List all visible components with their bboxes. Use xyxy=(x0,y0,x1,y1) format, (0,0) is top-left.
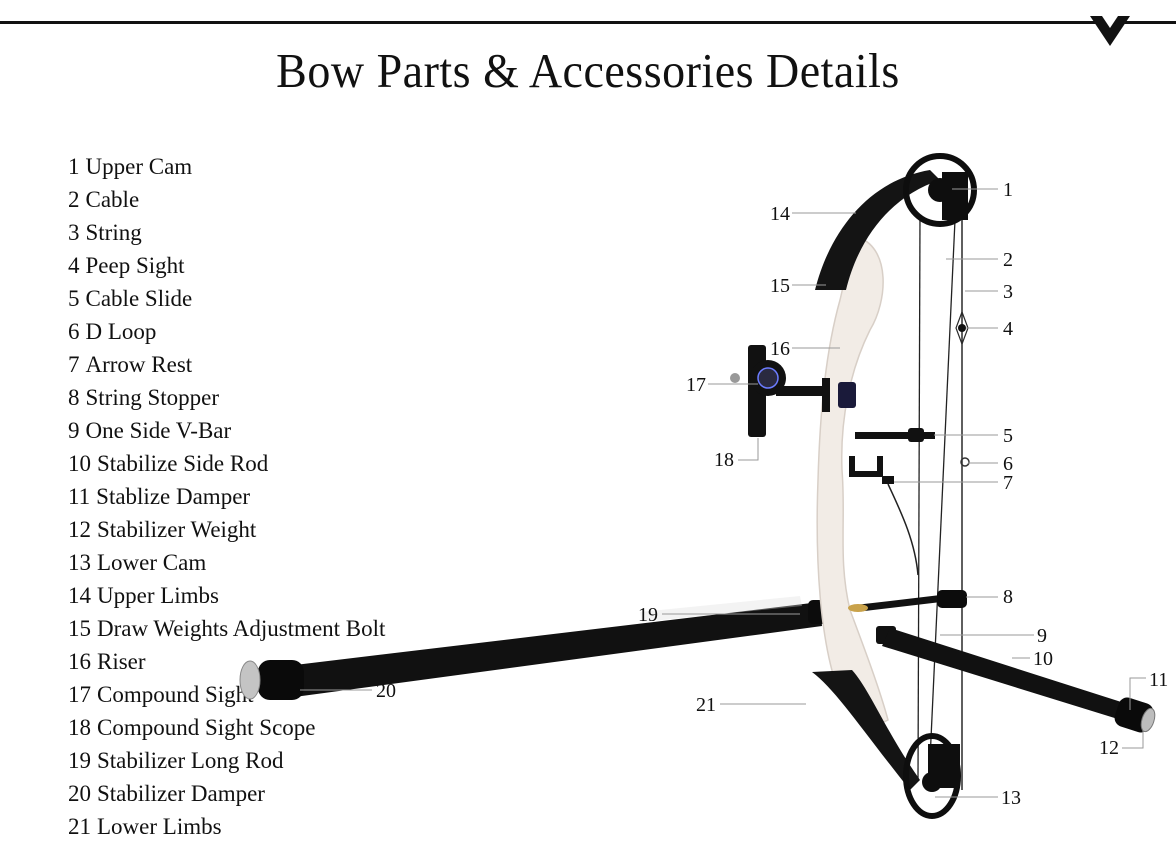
callout-12: 12 xyxy=(1099,737,1119,759)
riser-window xyxy=(838,382,856,408)
callout-5: 5 xyxy=(1003,425,1013,447)
callout-10: 10 xyxy=(1033,648,1053,670)
callout-6: 6 xyxy=(1003,453,1013,475)
compound-sight xyxy=(730,345,830,437)
arrow-rest xyxy=(849,456,919,576)
callout-4: 4 xyxy=(1003,318,1013,340)
stabilize-side-rod xyxy=(876,626,1156,733)
callout-3: 3 xyxy=(1003,281,1013,303)
page-title: Bow Parts & Accessories Details xyxy=(276,43,900,98)
callout-11: 11 xyxy=(1149,669,1168,691)
callout-16: 16 xyxy=(770,338,790,360)
callout-18: 18 xyxy=(714,449,734,471)
callout-1: 1 xyxy=(1003,179,1013,201)
chevron-down-icon xyxy=(1090,16,1130,46)
lower-cam xyxy=(903,733,961,819)
callout-7: 7 xyxy=(1003,472,1013,494)
riser xyxy=(816,237,889,724)
upper-limb xyxy=(815,170,940,290)
bow-cables xyxy=(917,214,956,781)
stabilizer-damper xyxy=(239,660,304,700)
callout-15: 15 xyxy=(770,275,790,297)
callout-21: 21 xyxy=(696,694,716,716)
bow-string xyxy=(955,200,970,790)
callout-20: 20 xyxy=(376,680,396,702)
callout-9: 9 xyxy=(1037,625,1047,647)
lower-limb xyxy=(812,670,920,790)
top-divider xyxy=(0,21,1176,24)
callout-17: 17 xyxy=(686,374,706,396)
callout-8: 8 xyxy=(1003,586,1013,608)
callout-2: 2 xyxy=(1003,249,1013,271)
callout-labels: 1 2 3 4 5 6 7 8 9 10 11 12 13 14 15 16 1… xyxy=(376,179,1168,809)
callout-13: 13 xyxy=(1001,787,1021,809)
stabilizer-long-rod xyxy=(270,590,967,700)
upper-cam xyxy=(903,153,977,227)
riser-badge xyxy=(848,604,868,612)
cable-slide xyxy=(855,428,935,442)
callout-14: 14 xyxy=(770,203,790,225)
callout-19: 19 xyxy=(638,604,658,626)
callout-leaders xyxy=(300,188,1146,798)
